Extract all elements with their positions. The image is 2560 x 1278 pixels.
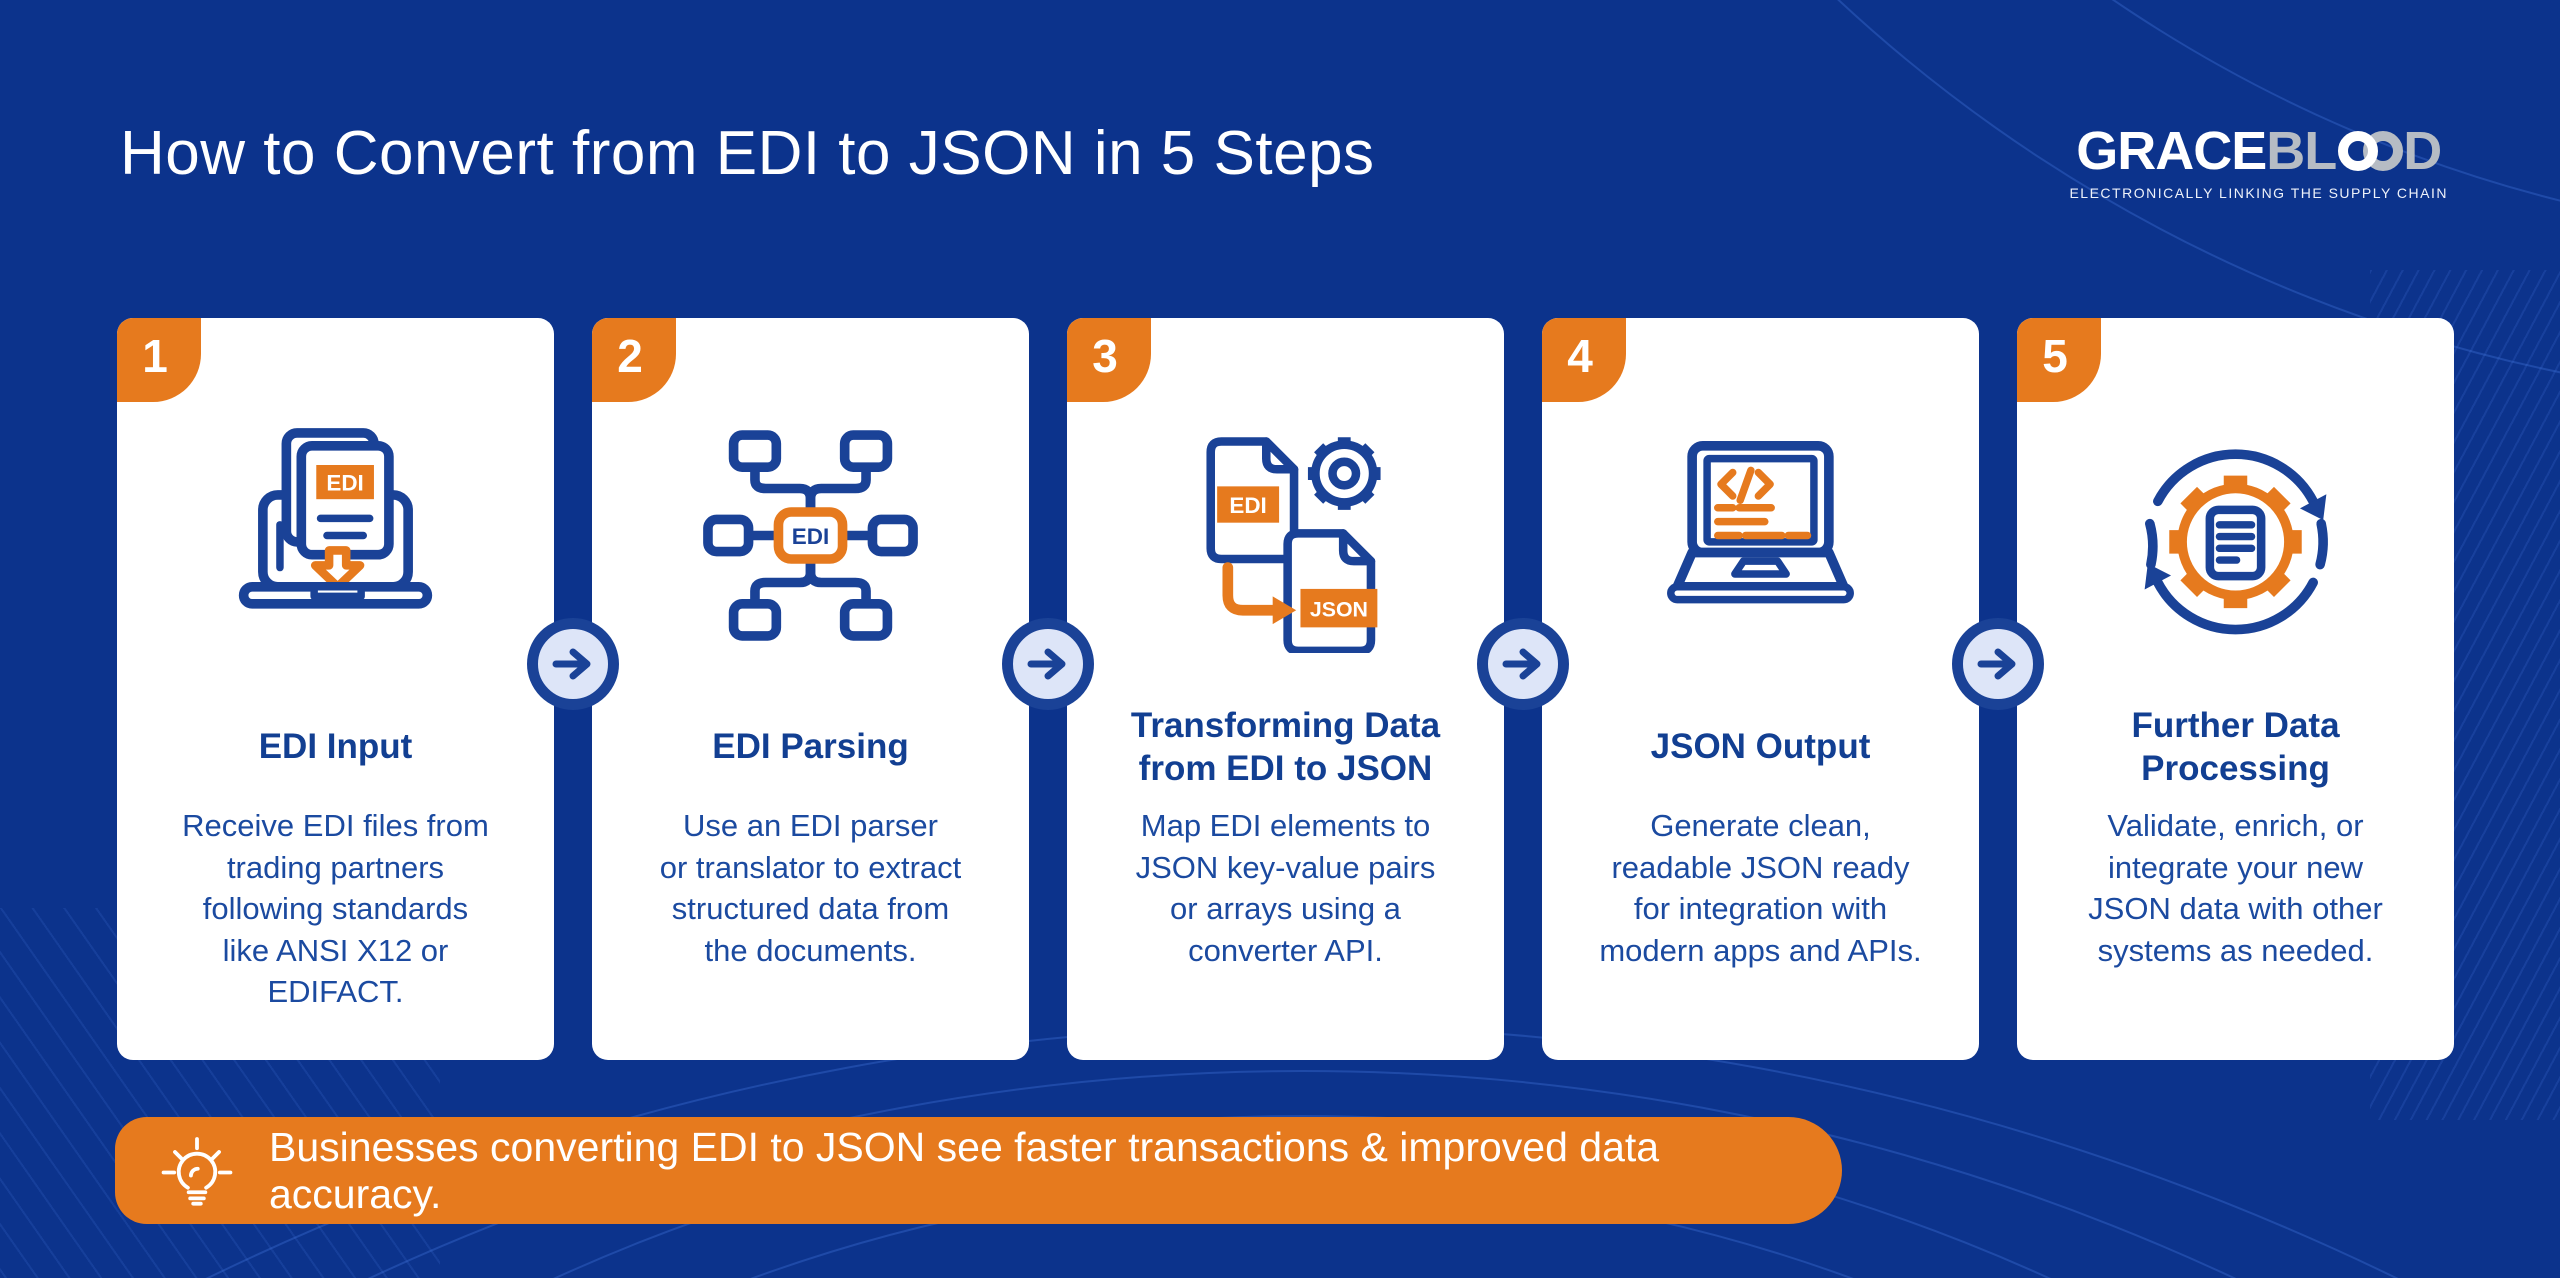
lightbulb-icon bbox=[161, 1136, 233, 1206]
logo-text-bl: BL bbox=[2266, 121, 2337, 181]
edi-file-label: EDI bbox=[1229, 493, 1266, 518]
step-icon-wrap bbox=[2017, 418, 2454, 653]
step-icon-wrap: EDI JSON bbox=[1067, 418, 1504, 653]
logo-ring-icon bbox=[2338, 131, 2379, 171]
step-title: EDI Parsing bbox=[712, 727, 909, 767]
step-card-5: 5 bbox=[2017, 318, 2454, 1060]
step-card-4: 4 bbox=[1542, 318, 1979, 1060]
footer-note-text: Businesses converting EDI to JSON see fa… bbox=[269, 1123, 1660, 1217]
step-number-badge: 3 bbox=[1067, 318, 1151, 402]
step-arrow-connector bbox=[1952, 618, 2044, 710]
step-card-1: 1 EDI EDI Input Receive EDI f bbox=[117, 318, 554, 1060]
background-curve bbox=[1500, 0, 2560, 244]
right-arrow-icon bbox=[1977, 648, 2016, 680]
step-number-badge: 5 bbox=[2017, 318, 2101, 402]
step-number-badge: 2 bbox=[592, 318, 676, 402]
right-arrow-icon bbox=[552, 648, 591, 680]
logo-text-grace: GRACE bbox=[2076, 121, 2267, 181]
step-description: Use an EDI parser or translator to extra… bbox=[659, 808, 962, 968]
step-icon-wrap bbox=[1542, 418, 1979, 653]
right-arrow-icon bbox=[1502, 648, 1541, 680]
step-number-badge: 4 bbox=[1542, 318, 1626, 402]
step-arrow-connector bbox=[527, 618, 619, 710]
step-title: EDI Input bbox=[258, 727, 413, 767]
step-description: Validate, enrich, or integrate your new … bbox=[2088, 808, 2383, 968]
step-card-2: 2 EDI EDI Parsin bbox=[592, 318, 1029, 1060]
download-arrow-icon bbox=[310, 546, 365, 592]
laptop-edi-download-icon: EDI bbox=[238, 428, 433, 609]
json-file-label: JSON bbox=[1310, 598, 1368, 622]
right-arrow-icon bbox=[1027, 648, 1066, 680]
logo-text-d: D bbox=[2403, 121, 2442, 181]
step-number-badge: 1 bbox=[117, 318, 201, 402]
laptop-code-icon bbox=[1667, 440, 1854, 604]
step-description: Generate clean, readable JSON ready for … bbox=[1599, 808, 1922, 968]
step-arrow-connector bbox=[1002, 618, 1094, 710]
step-description: Receive EDI files from trading partners … bbox=[182, 808, 489, 1010]
step-title: Transforming Data from EDI to JSON bbox=[1130, 705, 1441, 788]
footer-note-banner: Businesses converting EDI to JSON see fa… bbox=[115, 1117, 1842, 1224]
edi-to-json-transform-icon: EDI JSON bbox=[1206, 437, 1381, 653]
step-title: Further Data Processing bbox=[2131, 705, 2340, 788]
step-icon-wrap: EDI bbox=[117, 418, 554, 653]
step-description: Map EDI elements to JSON key-value pairs… bbox=[1135, 808, 1436, 968]
edi-node-label: EDI bbox=[792, 524, 829, 549]
step-arrow-connector bbox=[1477, 618, 1569, 710]
gear-document-cycle-icon bbox=[2144, 449, 2328, 635]
transform-arrow-icon bbox=[1222, 562, 1279, 616]
edi-node-map-icon: EDI bbox=[703, 430, 918, 641]
step-title: JSON Output bbox=[1650, 727, 1871, 767]
step-icon-wrap: EDI bbox=[592, 418, 1029, 653]
step-card-3: 3 EDI bbox=[1067, 318, 1504, 1060]
logo-tagline: ELECTRONICALLY LINKING THE SUPPLY CHAIN bbox=[2069, 185, 2448, 201]
page-title: How to Convert from EDI to JSON in 5 Ste… bbox=[120, 119, 1375, 188]
edi-file-label: EDI bbox=[326, 471, 363, 496]
